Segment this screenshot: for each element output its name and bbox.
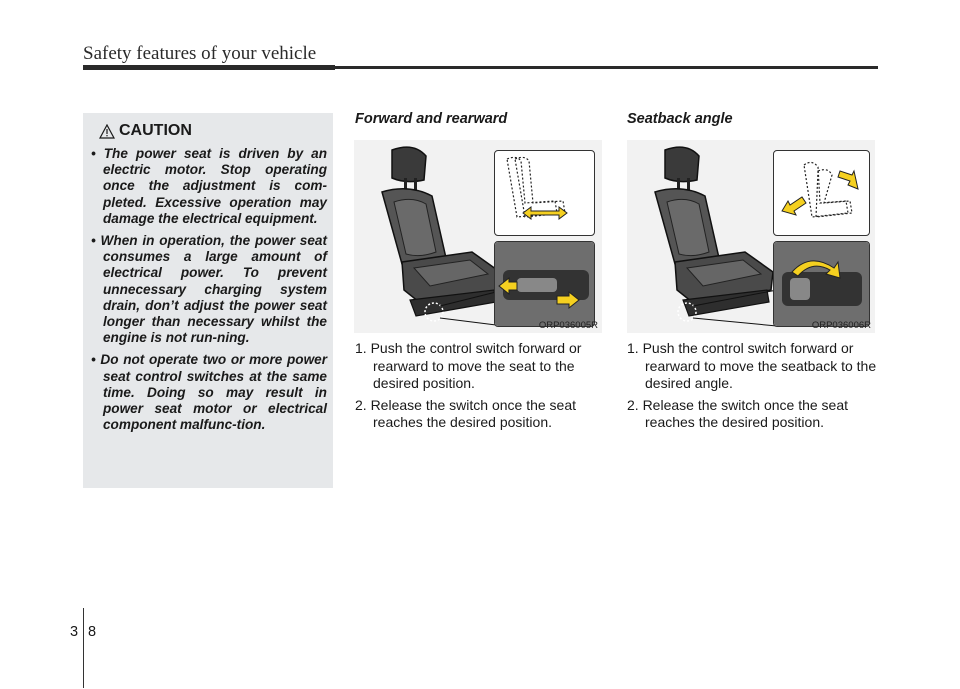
caution-heading: CAUTION xyxy=(99,122,192,140)
step-item: 2. Release the switch once the seat reac… xyxy=(355,396,577,431)
header-rule xyxy=(83,66,878,69)
seatback-steps: 1. Push the control switch forward or re… xyxy=(627,340,877,436)
forward-steps: 1. Push the control switch forward or re… xyxy=(355,340,605,436)
caution-item: • When in operation, the power seat cons… xyxy=(91,233,327,346)
header-rule-accent xyxy=(83,65,335,70)
page-number-divider xyxy=(83,608,84,688)
caution-item: • The power seat is driven by an electri… xyxy=(91,146,327,226)
figure-code: ORP036005R xyxy=(538,320,598,331)
seat-illustration xyxy=(654,146,778,327)
page-number: 8 xyxy=(88,624,97,640)
caution-list: • The power seat is driven by an electri… xyxy=(91,146,327,439)
page-header-title: Safety features of your vehicle xyxy=(83,43,317,64)
inset-switch-closeup xyxy=(494,241,595,327)
step-item: 2. Release the switch once the seat reac… xyxy=(627,396,849,431)
figure-code: ORP036006R xyxy=(811,320,871,331)
figure-seatback-angle: ORP036006R xyxy=(627,140,875,333)
step-item: 1. Push the control switch forward or re… xyxy=(355,340,582,391)
caution-item: • Do not operate two or more power seat … xyxy=(91,352,327,433)
step-item: 1. Push the control switch forward or re… xyxy=(627,340,877,391)
inset-seatback-motion xyxy=(773,150,870,236)
inset-seat-motion xyxy=(494,150,595,236)
figure-forward-rearward: ORP036005R xyxy=(354,140,602,333)
caution-box: CAUTION • The power seat is driven by an… xyxy=(83,113,333,488)
caution-title: CAUTION xyxy=(119,122,192,139)
section-title-seatback: Seatback angle xyxy=(627,111,733,127)
chapter-number: 3 xyxy=(70,624,79,640)
inset-switch-closeup xyxy=(773,241,870,327)
warning-icon xyxy=(99,123,115,139)
section-title-forward: Forward and rearward xyxy=(355,111,508,127)
